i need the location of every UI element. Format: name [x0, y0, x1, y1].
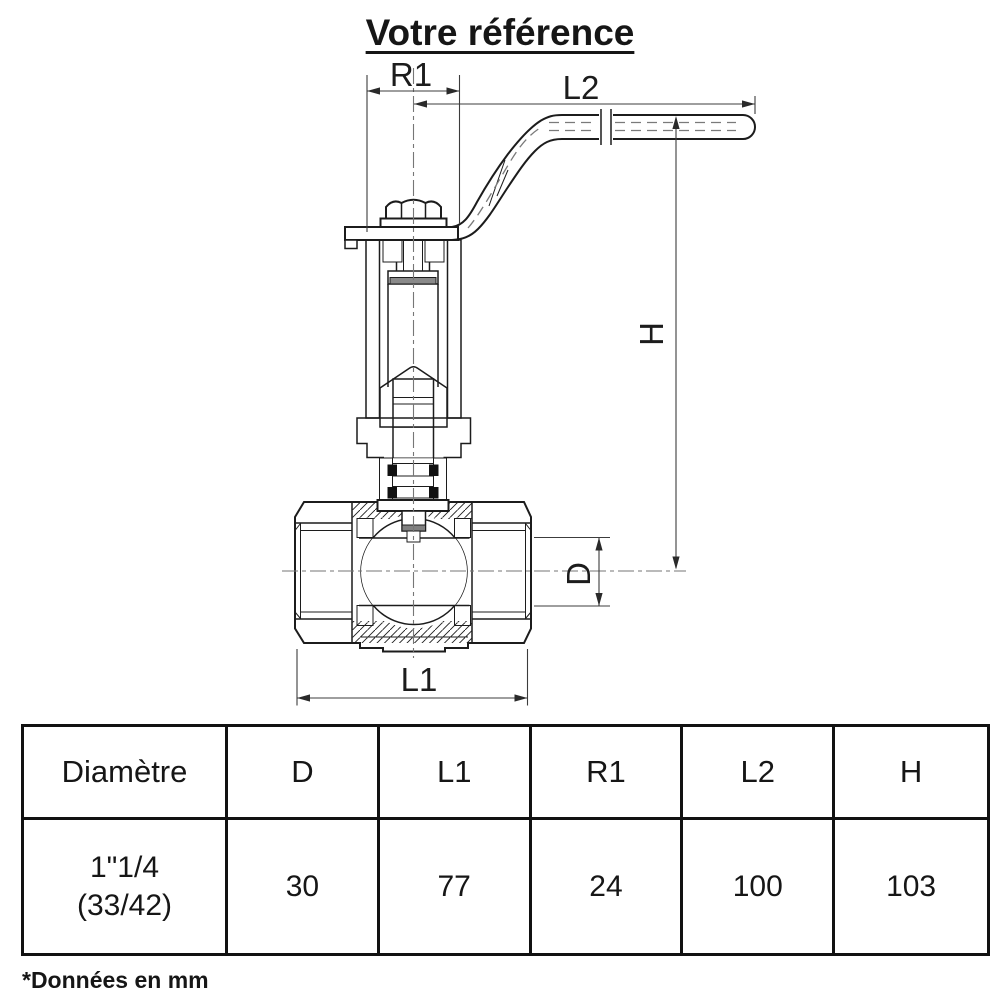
- bracket-lip: [344, 239, 358, 250]
- cell-diameter: 1"1/4 (33/42): [24, 820, 228, 953]
- dimension-d: D: [534, 536, 610, 607]
- header-l1: L1: [379, 727, 532, 820]
- handle-lever: [451, 109, 756, 241]
- l1-label: L1: [401, 661, 438, 698]
- bonnet-flange: [356, 417, 472, 459]
- header-h: H: [835, 727, 987, 820]
- l2-label: L2: [563, 69, 600, 106]
- tube-wall-right: [446, 239, 462, 419]
- packing-gland-right: [424, 239, 445, 263]
- stem-extension-assembly: [344, 198, 472, 543]
- cell-h: 103: [835, 820, 987, 953]
- valve-body: [294, 501, 532, 653]
- gland-cone: [379, 366, 448, 428]
- header-diametre: Diamètre: [24, 727, 228, 820]
- o-ring: [429, 464, 439, 476]
- cell-d: 30: [228, 820, 380, 953]
- handle-crease: [496, 169, 509, 197]
- header-l2: L2: [683, 727, 836, 820]
- o-ring: [429, 487, 439, 499]
- page-title: Votre référence: [365, 12, 635, 53]
- dimension-h: H: [633, 116, 680, 570]
- o-ring: [387, 487, 397, 499]
- centerlines: [282, 68, 686, 658]
- r1-label: R1: [390, 56, 432, 93]
- dimension-l2: L2: [414, 69, 756, 114]
- spec-table: Diamètre D L1 R1 L2 H 1"1/4 (33/42) 30 7…: [21, 724, 990, 956]
- dimension-r1: R1: [366, 56, 461, 232]
- tube-wall-left: [365, 239, 381, 419]
- cell-l1: 77: [379, 820, 532, 953]
- h-label: H: [633, 322, 670, 346]
- units-footnote: *Données en mm: [22, 967, 209, 993]
- valve-technical-drawing: R1 L2 H D L1: [282, 56, 756, 706]
- d-label: D: [560, 562, 597, 586]
- cell-l2: 100: [683, 820, 836, 953]
- header-r1: R1: [531, 727, 684, 820]
- packing-gland-left: [382, 239, 403, 263]
- bracket-plate: [344, 226, 459, 241]
- cell-r1: 24: [531, 820, 684, 953]
- ball-seats: [356, 518, 471, 626]
- header-d: D: [228, 727, 380, 820]
- o-ring: [387, 464, 397, 476]
- dimension-l1: L1: [296, 649, 529, 706]
